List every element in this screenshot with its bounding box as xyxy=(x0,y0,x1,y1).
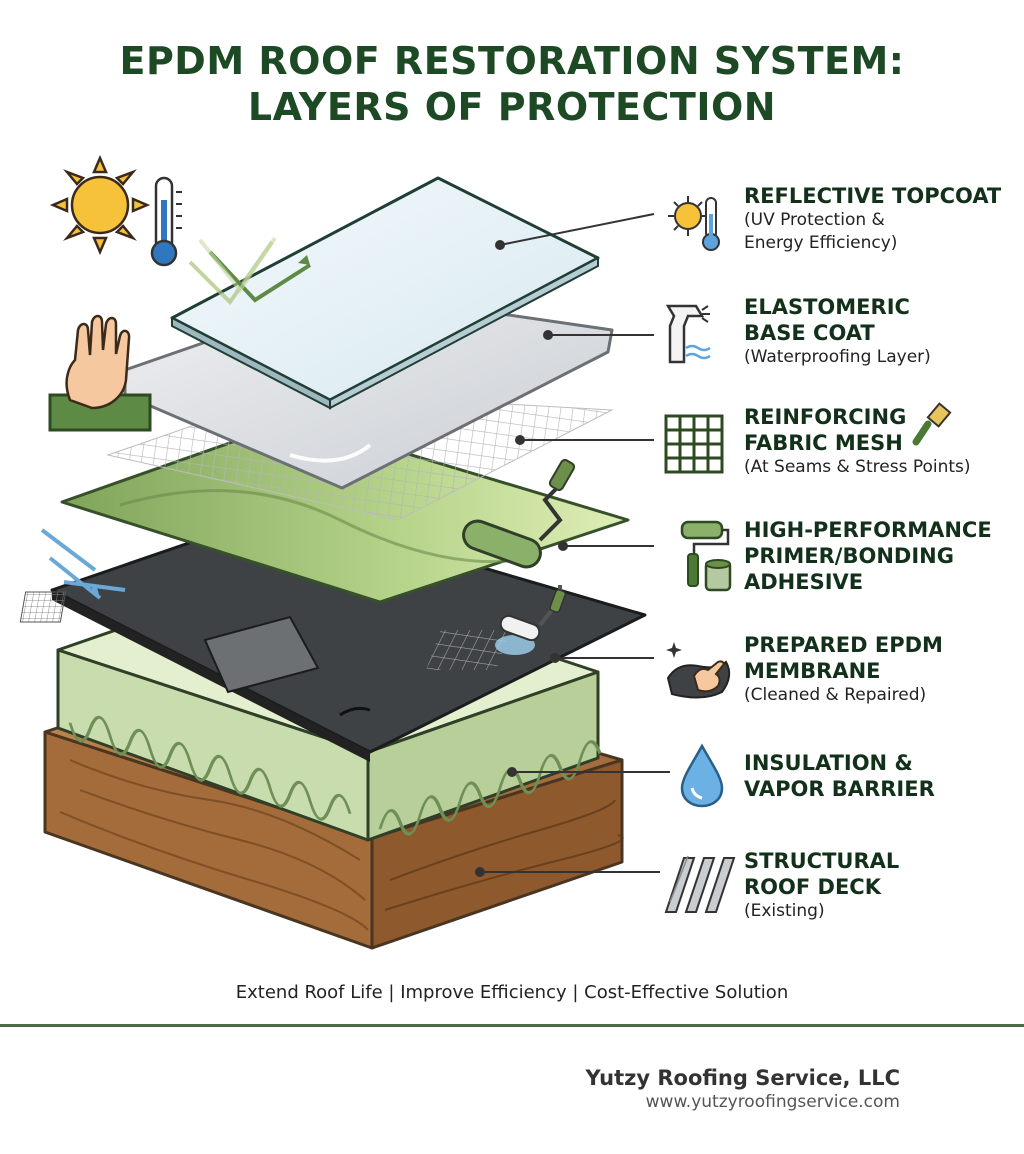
spray-bottle-icon xyxy=(665,304,711,364)
layer-name: PRIMER/BONDING xyxy=(744,544,954,568)
epdm-membrane-layer xyxy=(19,508,647,762)
layer-name: PREPARED EPDM xyxy=(744,633,943,657)
reflective-topcoat-layer xyxy=(170,176,600,410)
layer-name: REFLECTIVE TOPCOAT xyxy=(744,184,1002,208)
title-line-2: LAYERS OF PROTECTION xyxy=(247,85,777,129)
layer-subtitle: Energy Efficiency) xyxy=(744,233,898,253)
layer-name: STRUCTURAL xyxy=(744,849,900,873)
layer-label-roof-deck: STRUCTURAL ROOF DECK (Existing) xyxy=(744,848,899,923)
hand-protection-icon xyxy=(48,314,152,432)
layer-label-insulation: INSULATION & VAPOR BARRIER xyxy=(744,750,935,802)
layer-name: MEMBRANE xyxy=(744,659,881,683)
layer-label-primer: HIGH-PERFORMANCE PRIMER/BONDING ADHESIVE xyxy=(744,517,992,595)
title-line-1: EPDM ROOF RESTORATION SYSTEM: xyxy=(119,39,905,83)
footer-divider xyxy=(0,1024,1024,1027)
layer-name: BASE COAT xyxy=(744,321,875,345)
layer-label-epdm: PREPARED EPDM MEMBRANE (Cleaned & Repair… xyxy=(744,632,943,707)
fabric-mesh-brush-icon xyxy=(664,402,952,474)
layer-name: ADHESIVE xyxy=(744,570,864,594)
layer-name: INSULATION & xyxy=(744,751,913,775)
cleaning-cloth-icon xyxy=(666,642,731,699)
tagline: Extend Roof Life | Improve Efficiency | … xyxy=(235,982,789,1003)
metal-deck-icon xyxy=(664,855,736,913)
layer-subtitle: (UV Protection & xyxy=(744,210,885,230)
company-name: Yutzy Roofing Service, LLC xyxy=(585,1066,900,1090)
primer-roller xyxy=(462,458,576,569)
water-drop-icon xyxy=(680,743,724,808)
layer-subtitle: (Existing) xyxy=(744,901,825,921)
layer-name: FABRIC MESH xyxy=(744,431,903,455)
layer-label-base-coat: ELASTOMERIC BASE COAT (Waterproofing Lay… xyxy=(744,294,931,369)
page-title: EPDM ROOF RESTORATION SYSTEM: LAYERS OF … xyxy=(0,38,1024,130)
layer-name: ROOF DECK xyxy=(744,875,881,899)
layer-subtitle: (Waterproofing Layer) xyxy=(744,347,931,367)
leader-lines xyxy=(475,213,670,877)
layer-label-topcoat: REFLECTIVE TOPCOAT (UV Protection & Ener… xyxy=(744,183,1001,255)
layer-subtitle: (At Seams & Stress Points) xyxy=(744,457,971,477)
layer-label-fabric-mesh: REINFORCING FABRIC MESH (At Seams & Stre… xyxy=(744,404,971,479)
membrane-roller xyxy=(499,585,567,642)
website-link[interactable]: www.yutzyroofingservice.com xyxy=(645,1092,900,1112)
roller-can-icon xyxy=(680,520,732,592)
layer-subtitle: (Cleaned & Repaired) xyxy=(744,685,927,705)
sun-thermometer-icon xyxy=(668,196,720,251)
sun-thermometer-graphic xyxy=(49,154,182,267)
layer-name: REINFORCING xyxy=(744,405,907,429)
layer-name: VAPOR BARRIER xyxy=(744,777,935,801)
layer-name: HIGH-PERFORMANCE xyxy=(744,518,992,542)
layer-name: ELASTOMERIC xyxy=(744,295,910,319)
